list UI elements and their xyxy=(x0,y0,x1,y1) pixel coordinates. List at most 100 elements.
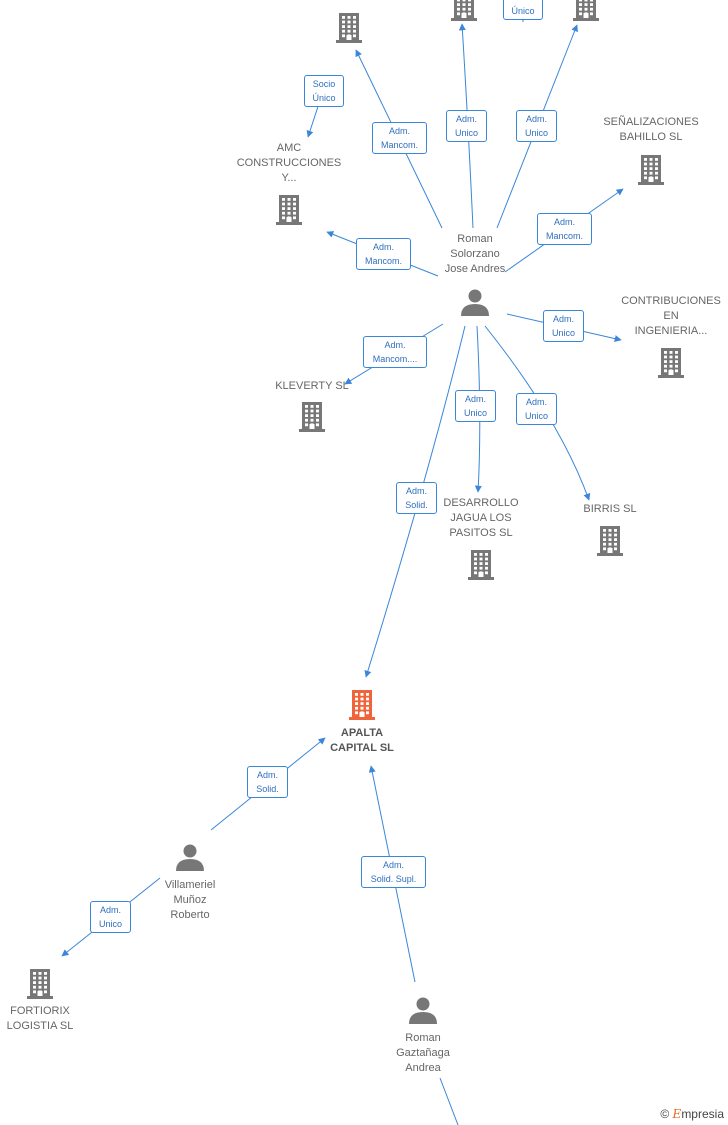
node-label-line: Gaztañaga xyxy=(396,1047,450,1059)
node-label-line: Roman xyxy=(457,233,493,245)
copyright-icon: © xyxy=(660,1107,670,1121)
role-box-line: Solid. xyxy=(405,500,428,510)
role-box-line: Único xyxy=(511,6,535,16)
villameriel-person-icon[interactable] xyxy=(176,844,204,872)
node-label-fortiorix[interactable]: FORTIORIX LOGISTIA SL xyxy=(7,1004,74,1034)
senalizaciones-building-icon[interactable] xyxy=(638,155,664,185)
apalta-building-icon[interactable] xyxy=(349,690,375,720)
node-label-line: EN xyxy=(663,310,679,322)
node-label-apalta[interactable]: APALTA CAPITAL SL xyxy=(330,726,394,756)
role-box-line: Unico xyxy=(551,328,575,338)
role-box-line: Mancom.... xyxy=(372,354,418,364)
role-box-line: Unico xyxy=(98,919,122,929)
kleverty-building-icon[interactable] xyxy=(299,402,325,432)
fortiorix-building-icon[interactable] xyxy=(27,969,53,999)
node-label-line: LOGISTIA SL xyxy=(6,1020,74,1032)
node-label-line: Jose Andres xyxy=(444,263,506,275)
role-box-line: Único xyxy=(312,93,336,103)
role-box-adm_solid_vm[interactable]: Adm. Solid. xyxy=(247,766,288,798)
edges-layer xyxy=(61,0,624,1125)
role-box-line: Adm. xyxy=(464,394,486,404)
node-label-contribuciones[interactable]: CONTRIBUCIONES EN INGENIERIA... xyxy=(621,294,721,339)
role-box-adm_unico_fort[interactable]: Adm. Unico xyxy=(90,901,131,933)
brand-watermark: © Empresia xyxy=(660,1107,724,1121)
role-box-line: Adm. xyxy=(525,114,547,124)
role-box-adm_unico_1[interactable]: Adm. Unico xyxy=(446,110,487,142)
node-label-line: BIRRIS SL xyxy=(583,503,637,515)
role-box-adm_unico_2[interactable]: Adm. Unico xyxy=(516,110,557,142)
contribuciones-building-icon[interactable] xyxy=(658,348,684,378)
node-label-line: Roberto xyxy=(170,909,210,921)
role-box-line: Unico xyxy=(524,128,548,138)
node-label-line: PASITOS SL xyxy=(449,527,513,539)
role-box-line: Adm. xyxy=(384,340,406,350)
edge-incoming-14 xyxy=(439,1077,459,1125)
node-label-line: APALTA xyxy=(340,727,384,739)
node-label-line: Solorzano xyxy=(450,248,500,260)
role-box-line: Adm. xyxy=(382,860,404,870)
role-box-adm_mancom_1[interactable]: Adm. Mancom. xyxy=(372,122,427,154)
role-box-line: Adm. xyxy=(388,126,410,136)
node-label-line: JAGUA LOS xyxy=(450,512,512,524)
role-box-line: Adm. xyxy=(455,114,477,124)
role-box-adm_mancom_klev[interactable]: Adm. Mancom.... xyxy=(363,336,427,368)
node-label-line: Muñoz xyxy=(173,894,207,906)
role-box-line: Socio xyxy=(312,79,336,89)
node-label-line: KLEVERTY SL xyxy=(275,380,349,392)
roman_solorzano-person-icon[interactable] xyxy=(461,289,489,317)
node-label-birris[interactable]: BIRRIS SL xyxy=(583,502,636,517)
top_mid-building-icon[interactable] xyxy=(451,0,477,21)
node-label-line: CAPITAL SL xyxy=(330,742,394,754)
node-label-line: INGENIERIA... xyxy=(634,325,708,337)
role-box-line: Adm. xyxy=(405,486,427,496)
node-label-line: CONSTRUCCIONES xyxy=(236,157,342,169)
node-label-line: AMC xyxy=(276,142,302,154)
node-label-kleverty[interactable]: KLEVERTY SL xyxy=(275,379,349,394)
node-label-line: Andrea xyxy=(405,1062,441,1074)
role-box-adm_unico_contrib[interactable]: Adm.Unico xyxy=(543,310,584,342)
desarrollo-building-icon[interactable] xyxy=(468,550,494,580)
brand-name: mpresia xyxy=(681,1107,724,1121)
role-box-adm_unico_birris[interactable]: Adm. Unico xyxy=(516,393,557,425)
top_right-building-icon[interactable] xyxy=(573,0,599,21)
node-label-line: DESARROLLO xyxy=(443,497,519,509)
node-label-line: Roman xyxy=(405,1032,441,1044)
role-box-line: Solid. xyxy=(256,784,279,794)
icons-layer xyxy=(27,0,684,1024)
role-box-line: Adm. xyxy=(553,217,575,227)
role-box-adm_mancom_senal[interactable]: Adm. Mancom. xyxy=(537,213,592,245)
role-box-line: Mancom. xyxy=(545,231,583,241)
role-box-line: Adm. xyxy=(372,242,394,252)
role-box-adm_solid_supl[interactable]: Adm. Solid. Supl. xyxy=(361,856,426,888)
role-box-line: Unico xyxy=(454,128,478,138)
node-label-line: SEÑALIZACIONES xyxy=(603,116,699,128)
role-box-line: Adm. xyxy=(99,905,121,915)
role-box-line: Unico xyxy=(524,411,548,421)
node-label-desarrollo[interactable]: DESARROLLO JAGUA LOS PASITOS SL xyxy=(443,496,518,541)
role-box-line: Unico xyxy=(463,408,487,418)
amc-building-icon[interactable] xyxy=(276,195,302,225)
role-box-line: Adm. xyxy=(525,397,547,407)
birris-building-icon[interactable] xyxy=(597,526,623,556)
role-box-line: Solid. Supl. xyxy=(370,874,417,884)
role-box-line: Mancom. xyxy=(364,256,402,266)
role-box-line: Socio xyxy=(507,0,539,4)
top_left-building-icon[interactable] xyxy=(336,13,362,43)
role-box-adm_unico_desarr[interactable]: Adm. Unico xyxy=(455,390,496,422)
roman_gaztanaga-person-icon[interactable] xyxy=(409,997,437,1025)
node-label-line: FORTIORIX xyxy=(10,1005,70,1017)
brand-initial: E xyxy=(672,1107,682,1121)
role-box-line: Adm. xyxy=(256,770,278,780)
role-box-adm_mancom_amc[interactable]: Adm. Mancom. xyxy=(356,238,411,270)
role-box-line: Mancom. xyxy=(380,140,418,150)
node-label-line: CONTRIBUCIONES xyxy=(621,295,721,307)
role-box-adm_solid_rs[interactable]: Adm. Solid. xyxy=(396,482,437,514)
